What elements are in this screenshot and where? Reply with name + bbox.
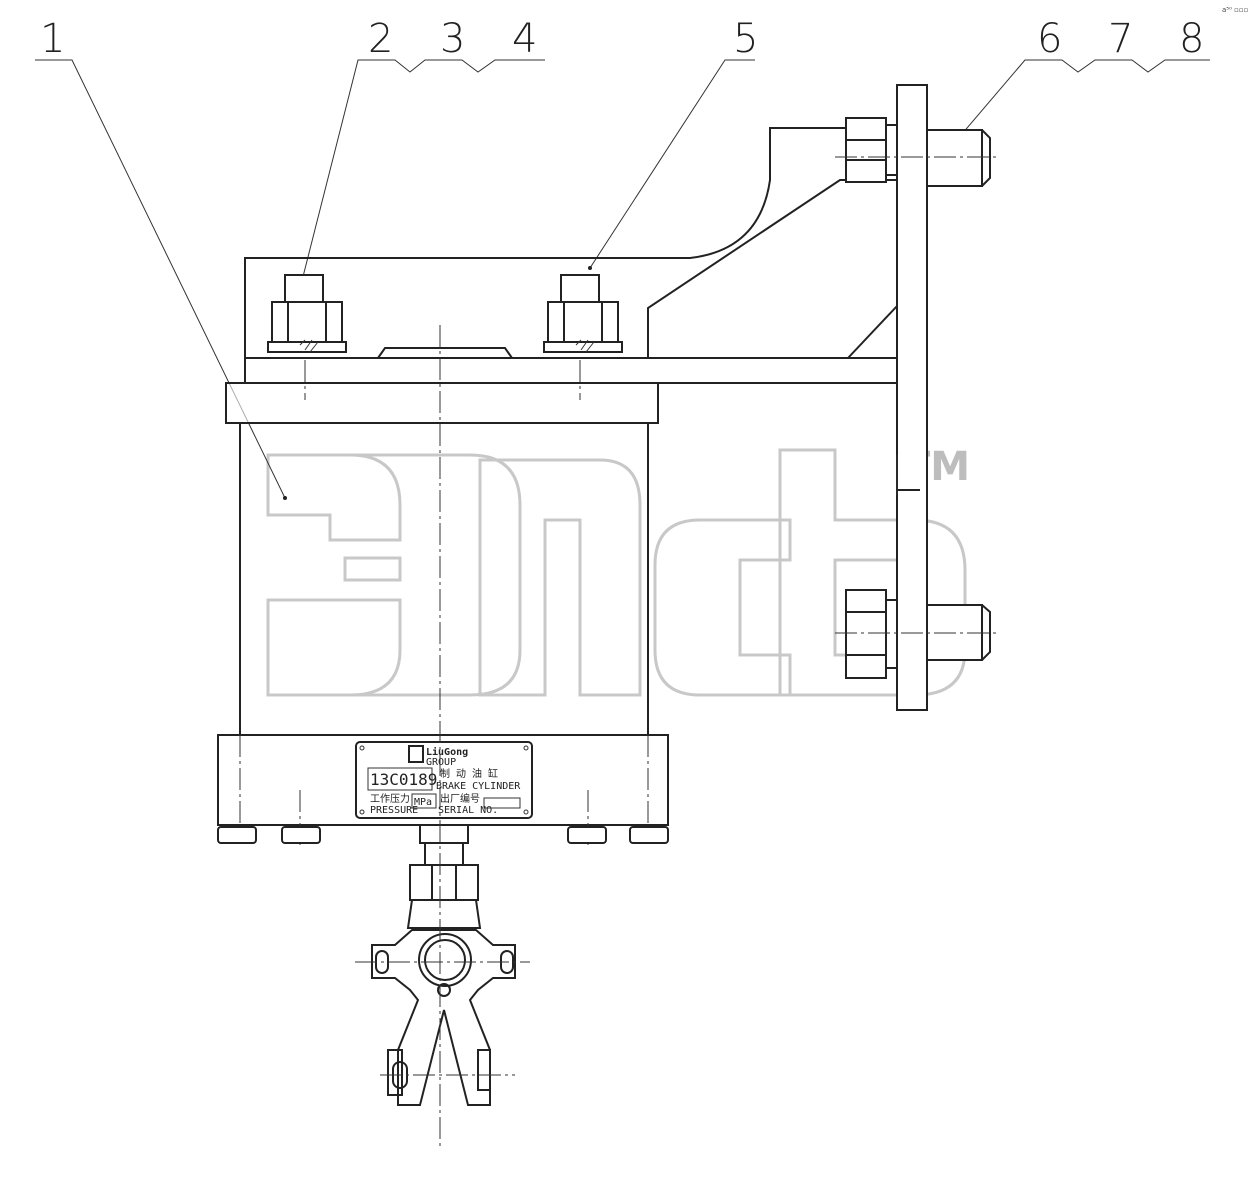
cylinder-feet xyxy=(217,826,669,844)
nameplate-serial-cn: 出厂编号 xyxy=(440,792,480,805)
nameplate-pressure-en: PRESSURE xyxy=(370,805,418,816)
leader-lines xyxy=(35,59,1210,500)
leader-5-dot xyxy=(588,266,592,270)
callout-4: 4 xyxy=(512,16,537,62)
leader-5 xyxy=(589,59,755,269)
nameplate-part-no: 13C0189 xyxy=(370,770,437,789)
nameplate-name-cn: 制 动 油 缸 xyxy=(440,767,498,780)
top-nut-left xyxy=(267,274,347,353)
callout-5: 5 xyxy=(733,16,758,62)
callout-2: 2 xyxy=(368,16,393,62)
nameplate-serial-en: SERIAL NO. xyxy=(438,805,498,816)
callout-3: 3 xyxy=(440,16,465,62)
cylinder-body xyxy=(217,360,669,845)
plate-bolt-upper xyxy=(835,117,1000,187)
callout-7: 7 xyxy=(1108,16,1133,62)
nameplate-logo-icon xyxy=(408,745,424,763)
top-boss xyxy=(377,347,513,359)
leader-1-dot xyxy=(283,496,287,500)
leader-2-3-4 xyxy=(291,59,545,321)
corner-mark: a⁵⁰ ▫▫▫ xyxy=(1222,6,1248,14)
nameplate-pressure-cn: 工作压力 xyxy=(370,792,410,805)
pushrod-clevis xyxy=(355,824,530,1106)
plate-bolt-lower xyxy=(835,589,1000,679)
nameplate: LiuGong GROUP 13C0189 制 动 油 缸 BRAKE CYLI… xyxy=(355,741,533,819)
nameplate-name-en: BRAKE CYLINDER xyxy=(436,781,521,792)
callout-6: 6 xyxy=(1037,16,1062,62)
callout-1: 1 xyxy=(40,16,65,62)
leader-1 xyxy=(35,59,286,499)
nameplate-brand-sub: GROUP xyxy=(426,757,456,768)
top-nut-right xyxy=(543,274,623,353)
callout-8: 8 xyxy=(1179,16,1204,62)
callout-labels: 1 2 3 4 5 6 7 8 xyxy=(40,16,1204,62)
nameplate-brand: LiuGong xyxy=(426,746,468,758)
nameplate-pressure-unit: MPa xyxy=(414,797,432,808)
leader-6-7-8 xyxy=(949,59,1210,149)
